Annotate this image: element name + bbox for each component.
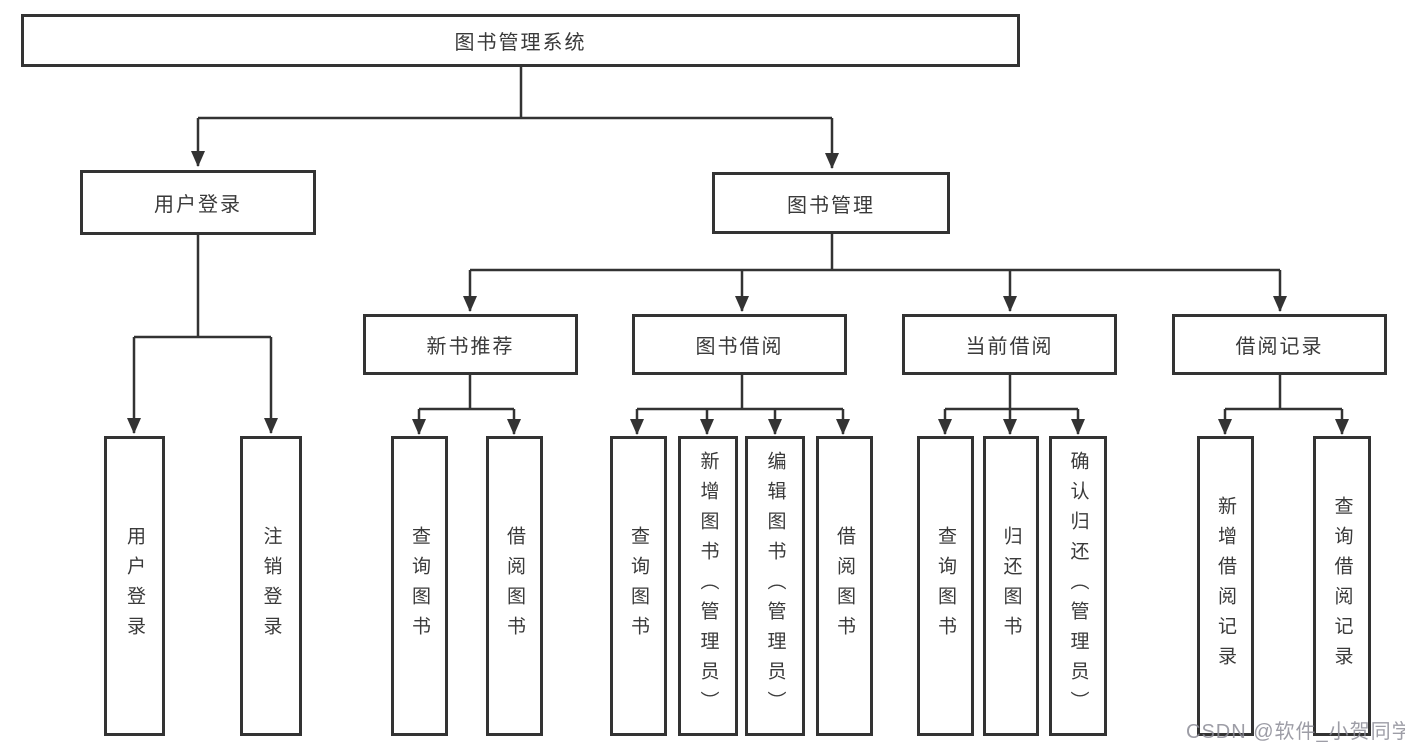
- node-borrowing-records: 借阅记录: [1172, 314, 1387, 375]
- csdn-watermark: CSDN @软件_小贺同学: [1186, 721, 1405, 743]
- node-leaf-logout: 注销登录: [240, 436, 302, 736]
- node-new-book-recommend: 新书推荐: [363, 314, 578, 375]
- node-root-system: 图书管理系统: [21, 14, 1020, 67]
- node-current-borrowing: 当前借阅: [902, 314, 1117, 375]
- node-leaf-query-books-3: 查询图书: [917, 436, 974, 736]
- node-leaf-borrow-books-2: 借阅图书: [816, 436, 873, 736]
- node-leaf-borrow-books-1: 借阅图书: [486, 436, 543, 736]
- node-leaf-query-books-1: 查询图书: [391, 436, 448, 736]
- node-leaf-user-login: 用户登录: [104, 436, 165, 736]
- node-leaf-edit-book-admin: 编辑图书（管理员）: [745, 436, 805, 736]
- node-book-management-branch: 图书管理: [712, 172, 950, 234]
- node-leaf-query-books-2: 查询图书: [610, 436, 667, 736]
- node-leaf-add-book-admin: 新增图书（管理员）: [678, 436, 738, 736]
- node-book-borrowing: 图书借阅: [632, 314, 847, 375]
- node-leaf-return-book: 归还图书: [983, 436, 1039, 736]
- node-user-login-branch: 用户登录: [80, 170, 316, 235]
- node-leaf-confirm-return-admin: 确认归还（管理员）: [1049, 436, 1107, 736]
- node-leaf-query-borrow-record: 查询借阅记录: [1313, 436, 1371, 736]
- node-leaf-add-borrow-record: 新增借阅记录: [1197, 436, 1254, 736]
